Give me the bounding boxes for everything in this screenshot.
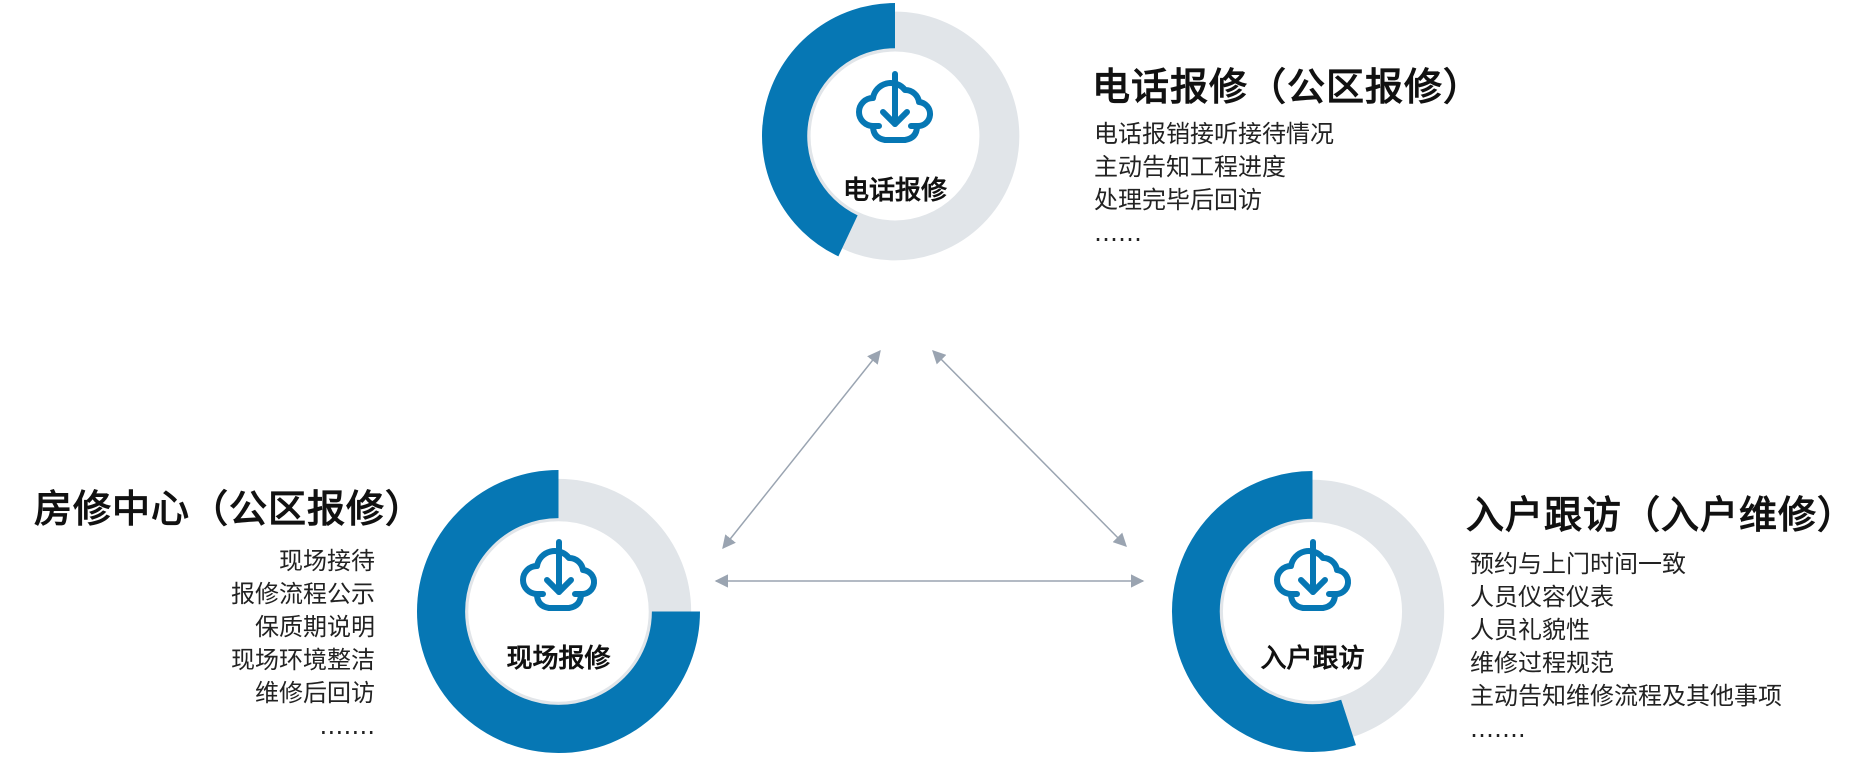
ring-onsite-repair: 现场报修 [415,468,702,755]
ring-chart [417,470,700,753]
ring-progress-arc [1172,471,1356,752]
list-item: 主动告知维修流程及其他事项 [1470,682,1782,710]
ring-progress-arc [417,470,700,753]
ring-label: 现场报修 [506,644,611,674]
list-item: ……. [1470,715,1526,743]
list-item: 人员仪容仪表 [1470,583,1614,611]
ring-label: 电话报修 [842,176,947,206]
list-item: 现场环境整洁 [231,646,375,674]
list-item: 电话报销接听接待情况 [1094,120,1334,148]
ring-chart [762,3,1020,261]
arrow-top-right [932,350,1127,547]
list-home-visit: 预约与上门时间一致 人员仪容仪表 人员礼貌性 维修过程规范 主动告知维修流程及其… [1470,548,1782,746]
ring-progress-arc [762,3,896,257]
ring-label: 入户跟访 [1260,644,1365,674]
list-item: 报修流程公示 [231,580,375,608]
cloud-download-icon [1271,536,1355,620]
list-item: 处理完毕后回访 [1094,186,1262,214]
list-item: 主动告知工程进度 [1094,153,1286,181]
cloud-download-icon [517,536,601,620]
list-item: 现场接待 [279,547,375,575]
list-item: 保质期说明 [255,613,375,641]
list-phone-repair: 电话报销接听接待情况 主动告知工程进度 处理完毕后回访 …… [1094,118,1334,250]
cloud-download-icon [853,68,937,152]
title-onsite-repair: 房修中心（公区报修） [34,487,425,531]
list-onsite-repair: 现场接待 报修流程公示 保质期说明 现场环境整洁 维修后回访 ……. [180,545,375,743]
list-item: ……. [319,712,375,740]
list-item: 维修过程规范 [1470,649,1614,677]
ring-phone-repair: 电话报修 [760,0,1030,272]
title-phone-repair: 电话报修（公区报修） [1092,65,1483,109]
list-item: 人员礼貌性 [1470,616,1590,644]
list-item: 预约与上门时间一致 [1470,550,1686,578]
ring-home-visit: 入户跟访 [1170,468,1455,755]
title-home-visit: 入户跟访（入户维修） [1466,493,1856,537]
arrow-top-left [722,349,881,550]
list-item: 维修后回访 [255,679,375,707]
ring-chart [1172,471,1445,752]
list-item: …… [1094,219,1142,247]
